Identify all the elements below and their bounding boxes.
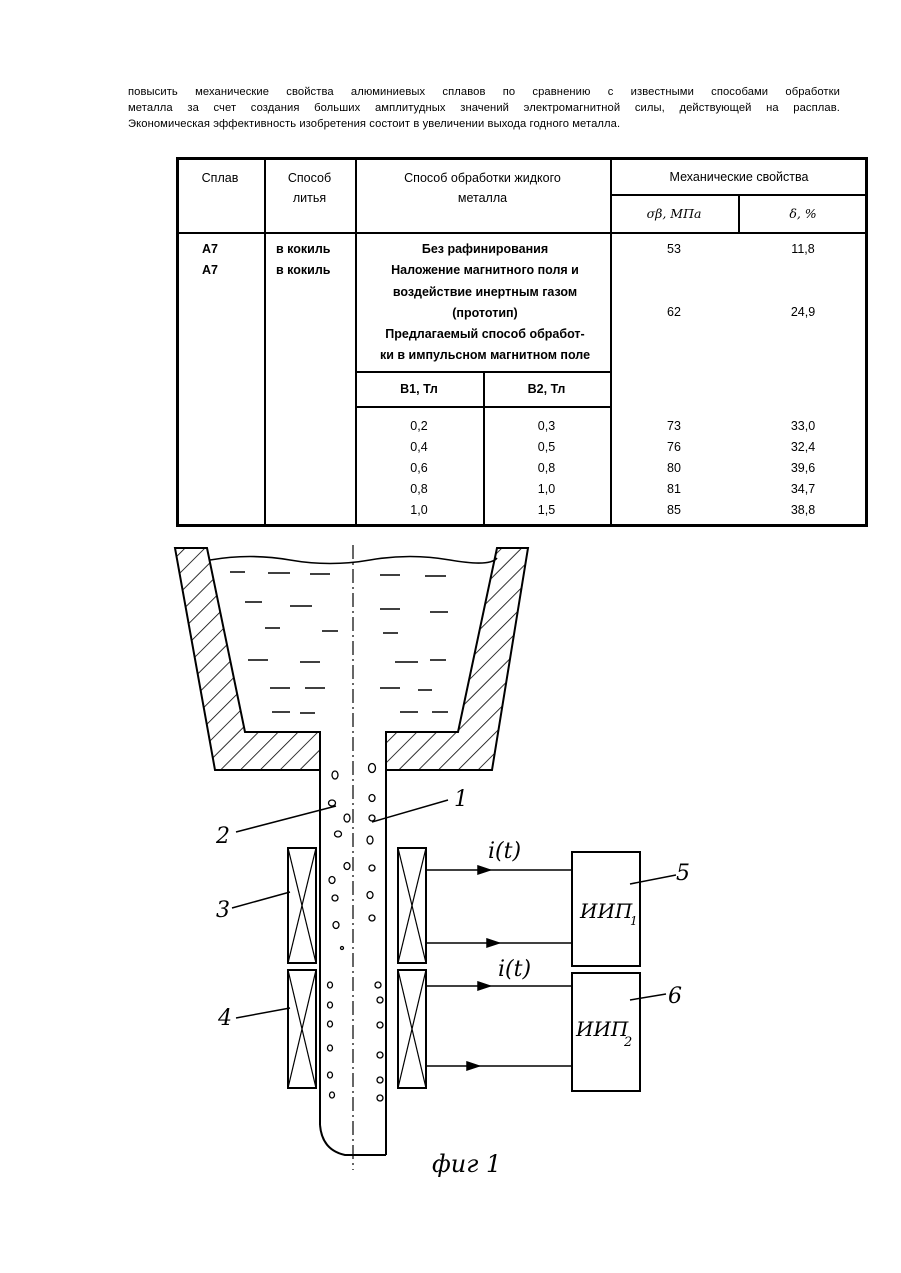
paragraph-line: повысить механические свойства алюминиев…: [128, 84, 840, 100]
melt-dashes: [230, 572, 448, 713]
table-cell: 0,5: [483, 437, 610, 458]
table-cell: А7: [202, 260, 218, 281]
table-rule: [610, 194, 868, 196]
label-6: 6: [668, 984, 682, 1009]
table-cell: 0,3: [483, 416, 610, 437]
properties-table: Сплав Способ литья Способ обработки жидк…: [176, 157, 868, 527]
table-cell: Предлагаемый способ обработ-: [360, 324, 610, 345]
sigma-column: 73 76 80 81 85: [610, 416, 738, 521]
table-cell: (прототип): [360, 303, 610, 324]
crucible-right-wall: [386, 548, 528, 770]
source-1-label: ИИП: [579, 899, 633, 923]
table-cell: в кокиль: [276, 239, 330, 260]
source-2-subscript: 2: [623, 1035, 632, 1050]
crucible: [175, 548, 528, 770]
current-label-1: i(t): [488, 839, 521, 864]
table-cell: 1,5: [483, 500, 610, 521]
delta-value: 24,9: [738, 302, 868, 323]
header-delta: δ, %: [738, 204, 868, 224]
header-b1: В1, Тл: [355, 379, 483, 399]
delta-column: 33,0 32,4 39,6 34,7 38,8: [738, 416, 868, 521]
table-cell: Без рафинирования: [360, 239, 610, 260]
header-casting: Способ литья: [264, 168, 355, 208]
label-3: 3: [216, 898, 230, 923]
paragraph-line: Экономическая эффективность изобретения …: [128, 116, 840, 132]
current-label-2: i(t): [498, 957, 531, 982]
table-cell: в кокиль: [276, 260, 330, 281]
table-cell: 76: [610, 437, 738, 458]
sigma-value: 53: [610, 239, 738, 260]
label-5: 5: [676, 861, 690, 886]
table-cell: 32,4: [738, 437, 868, 458]
table-cell: 0,2: [355, 416, 483, 437]
b1-column: 0,2 0,4 0,6 0,8 1,0: [355, 416, 483, 521]
table-rule: [355, 406, 611, 408]
treatment-column: Без рафинирования Наложение магнитного п…: [360, 239, 610, 367]
table-cell: 1,0: [483, 479, 610, 500]
inductor-4: [288, 970, 426, 1088]
alloy-column: А7 А7: [202, 239, 218, 281]
header-alloy: Сплав: [176, 168, 264, 188]
table-cell: 0,8: [355, 479, 483, 500]
table-cell: 1,0: [355, 500, 483, 521]
source-2-label: ИИП: [575, 1017, 629, 1041]
table-cell: 33,0: [738, 416, 868, 437]
sigma-value: 62: [610, 302, 738, 323]
table-cell: 0,6: [355, 458, 483, 479]
gas-bubbles: [328, 764, 384, 1102]
table-cell: 34,7: [738, 479, 868, 500]
table-cell: 81: [610, 479, 738, 500]
table-rule: [176, 232, 868, 234]
header-b2: В2, Тл: [483, 379, 610, 399]
delta-value: 11,8: [738, 239, 868, 260]
table-cell: 38,8: [738, 500, 868, 521]
table-divider: [264, 157, 266, 527]
label-1: 1: [454, 787, 468, 812]
table-cell: 39,6: [738, 458, 868, 479]
table-cell: 85: [610, 500, 738, 521]
header-treatment-line: металла: [355, 188, 610, 208]
crucible-left-wall: [175, 548, 320, 770]
header-casting-line: литья: [264, 188, 355, 208]
label-4: 4: [217, 1006, 232, 1031]
table-cell: Наложение магнитного поля и: [360, 260, 610, 281]
figure-caption: фиг 1: [432, 1150, 501, 1178]
table-rule: [355, 371, 611, 373]
table-cell: 0,8: [483, 458, 610, 479]
table-cell: 0,4: [355, 437, 483, 458]
inductor-3: [288, 848, 426, 963]
table-cell: А7: [202, 239, 218, 260]
header-mechanical: Механические свойства: [610, 167, 868, 187]
pipe: [320, 545, 386, 1170]
header-treatment-line: Способ обработки жидкого: [355, 168, 610, 188]
apparatus-figure: 1 2 3 4 5 6 i(t) i(t) ИИП 1 ИИП 2 фиг 1: [150, 536, 710, 1196]
source-1-subscript: 1: [630, 914, 638, 928]
header-sigma: σβ, МПа: [610, 204, 738, 224]
intro-paragraph: повысить механические свойства алюминиев…: [128, 84, 840, 132]
table-cell: 80: [610, 458, 738, 479]
table-cell: 73: [610, 416, 738, 437]
table-cell: воздействие инертным газом: [360, 282, 610, 303]
casting-column: в кокиль в кокиль: [276, 239, 330, 281]
label-2: 2: [215, 824, 230, 849]
paragraph-line: металла за счет создания больших амплиту…: [128, 100, 840, 116]
table-cell: ки в импульсном магнитном поле: [360, 345, 610, 366]
b2-column: 0,3 0,5 0,8 1,0 1,5: [483, 416, 610, 521]
header-treatment: Способ обработки жидкого металла: [355, 168, 610, 208]
header-casting-line: Способ: [264, 168, 355, 188]
